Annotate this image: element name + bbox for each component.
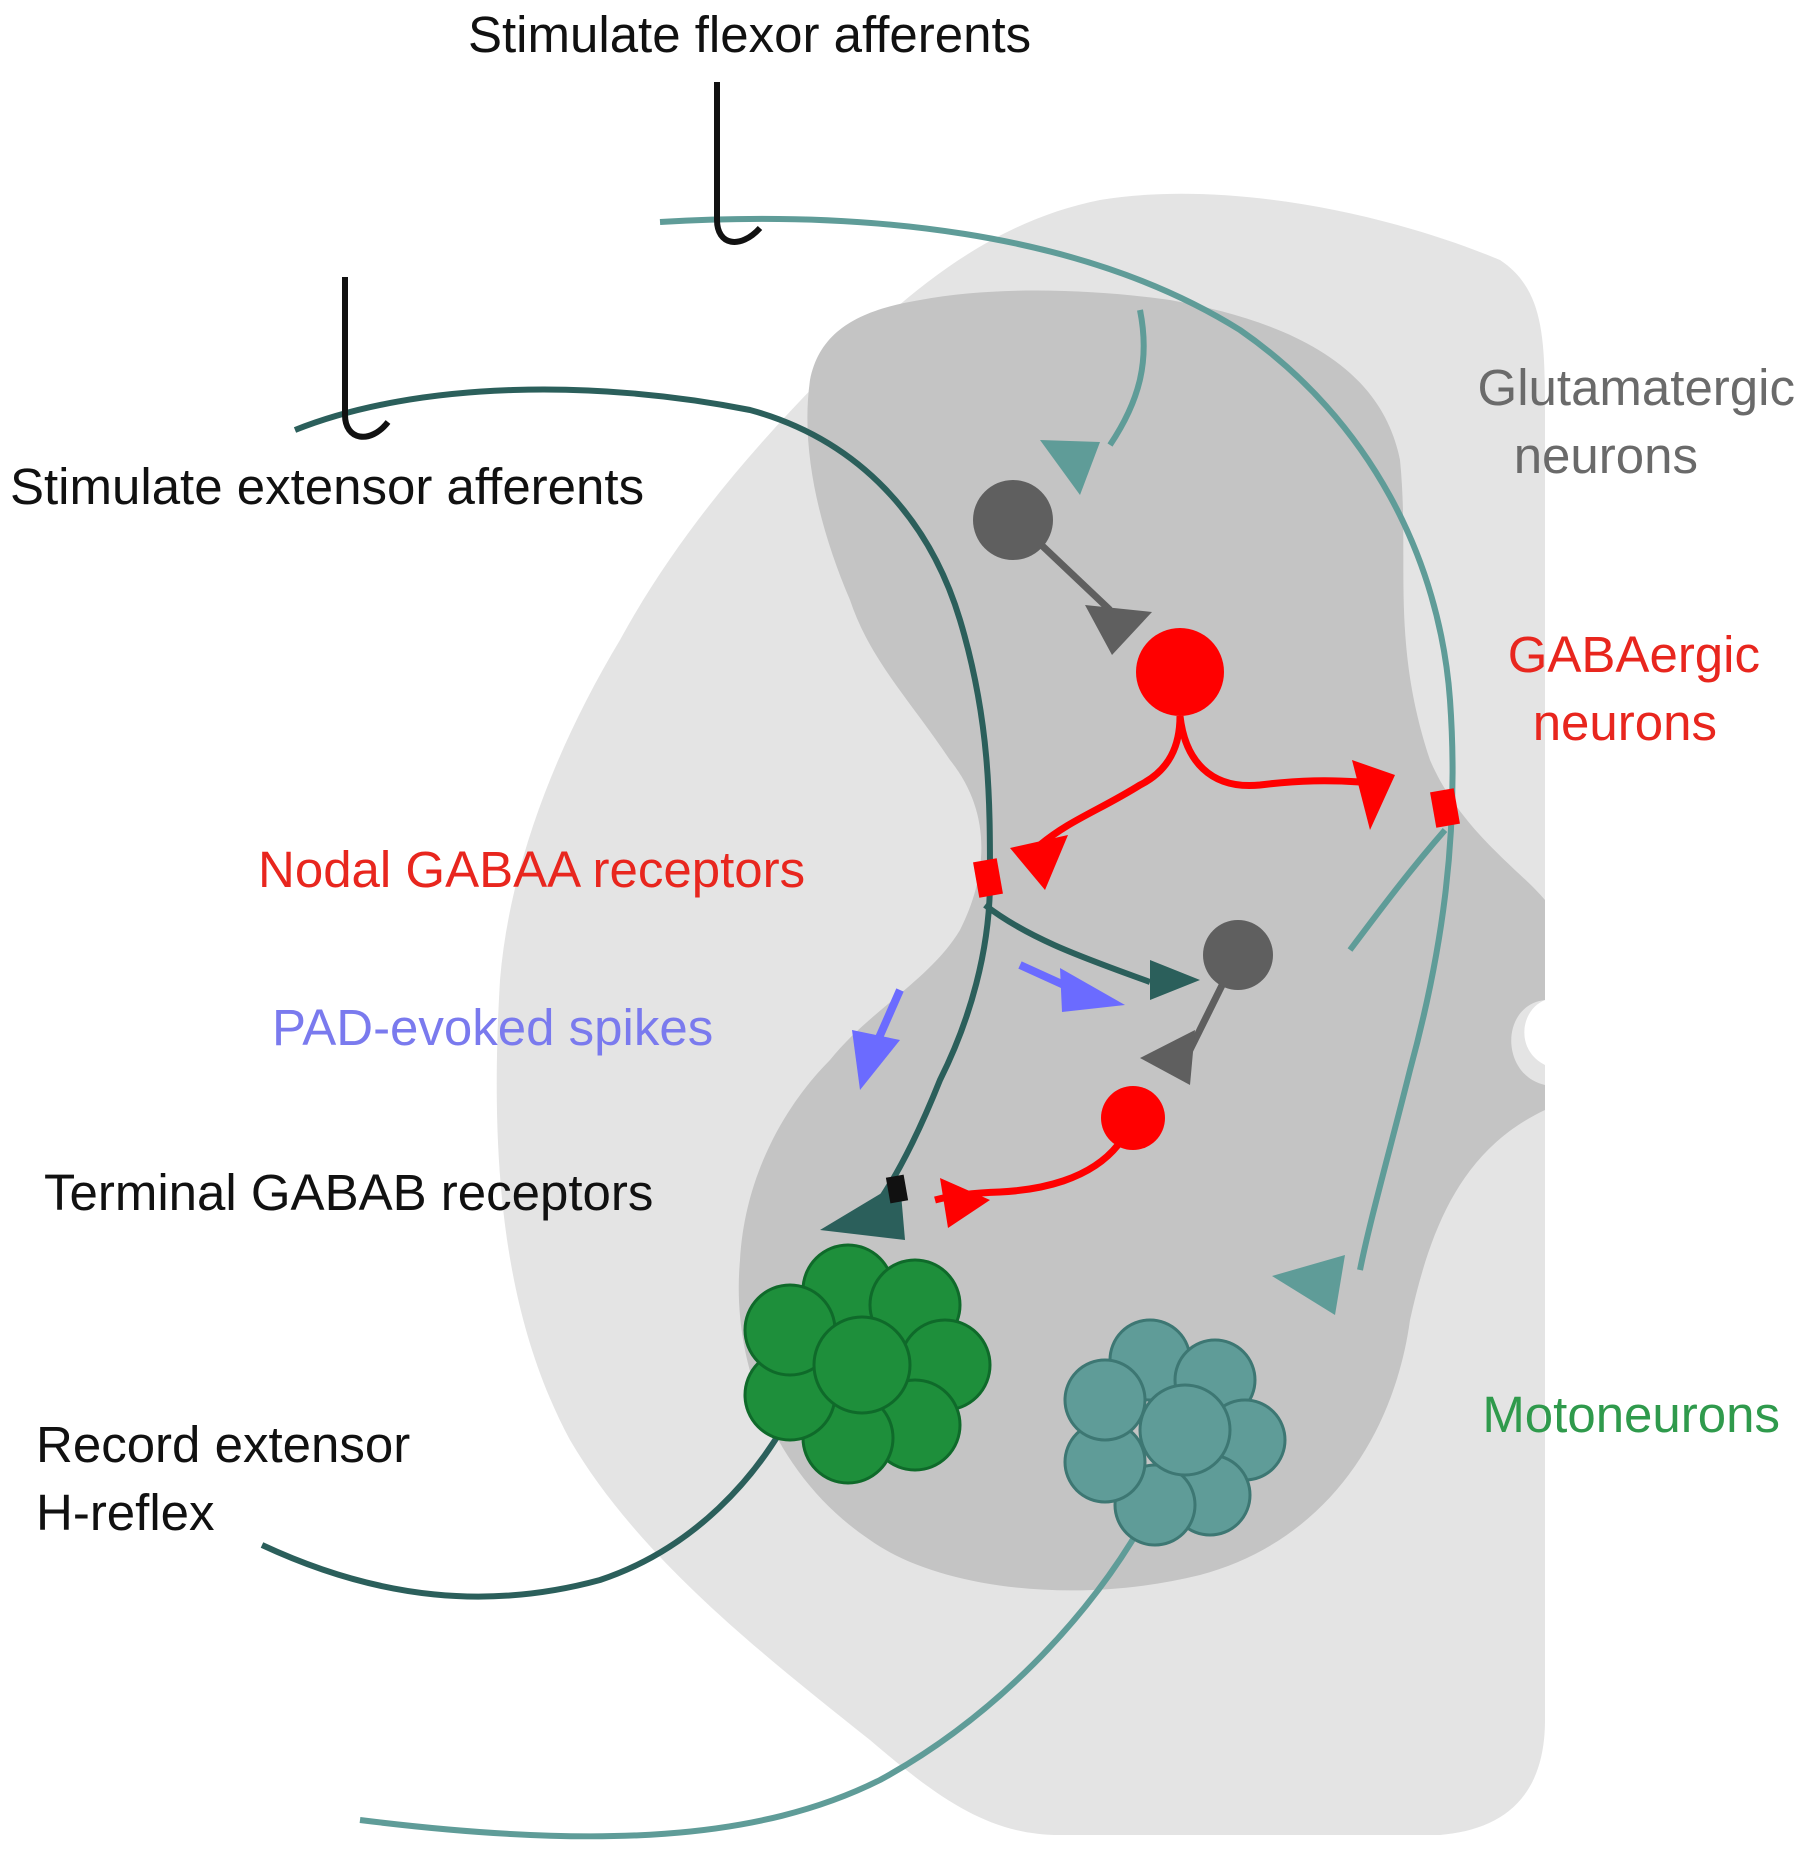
flexor-afferent-axon: [659, 215, 1456, 1271]
label-motoneurons: Motoneurons: [1482, 1386, 1780, 1443]
label-pad-spikes: PAD-evoked spikes: [272, 999, 713, 1056]
label-terminal-gabab: Terminal GABAB receptors: [44, 1164, 653, 1221]
terminal-gabab-receptor: [885, 1174, 909, 1204]
gaba-neuron-1-terminal-left: [1010, 835, 1068, 890]
extensor-collateral: [983, 902, 1152, 985]
gray-matter: [738, 290, 1545, 1591]
extensor-terminal: [820, 1182, 905, 1240]
label-gabaergic-line1: GABAergic: [1508, 626, 1760, 683]
flexor-collateral-dorsal: [1107, 309, 1147, 447]
flexor-electrode: [714, 82, 763, 245]
extensor-motoneuron-axon: [260, 1393, 803, 1600]
label-record-line2: H-reflex: [36, 1484, 215, 1541]
glut-neuron-1-soma: [973, 480, 1053, 560]
label-glutamatergic-line1: Glutamatergic: [1478, 359, 1795, 416]
extensor-motoneuron-pool: [743, 1243, 992, 1485]
extensor-electrode: [342, 277, 391, 440]
label-record-line1: Record extensor: [36, 1416, 410, 1473]
pad-arrow-2-head: [1060, 968, 1125, 1012]
glut-neuron-1-terminal: [1085, 605, 1152, 655]
label-stimulate-flexor: Stimulate flexor afferents: [468, 6, 1031, 63]
nodal-gabaa-receptor-flexor: [1430, 788, 1460, 828]
gaba-neuron-1-soma: [1136, 628, 1224, 716]
extensor-collateral-terminal: [1150, 960, 1200, 1000]
gaba-neuron-1-axon-branch: [1176, 715, 1361, 790]
label-glutamatergic-line2: neurons: [1514, 427, 1698, 484]
label-stimulate-extensor: Stimulate extensor afferents: [10, 458, 644, 515]
label-nodal-gabaa: Nodal GABAA receptors: [258, 841, 805, 898]
pad-arrow-1-shaft: [874, 988, 904, 1042]
glut-neuron-2-soma: [1203, 920, 1273, 990]
gaba-neuron-1-axon: [1037, 715, 1184, 848]
gaba-neuron-2-terminal: [940, 1178, 990, 1228]
glut-neuron-2-terminal: [1140, 1030, 1195, 1085]
flexor-terminal-dorsal: [1040, 440, 1100, 495]
flexor-terminal-ventral: [1272, 1255, 1345, 1315]
extensor-afferent-axon: [293, 386, 994, 1202]
flexor-motoneuron-pool: [1063, 1318, 1287, 1547]
nodal-gabaa-receptor-extensor: [973, 858, 1003, 898]
label-gabaergic-line2: neurons: [1533, 694, 1717, 751]
flexor-collateral-middle: [1347, 828, 1448, 952]
gaba-neuron-2-soma: [1101, 1086, 1165, 1150]
gaba-neuron-1-terminal-right: [1352, 760, 1395, 830]
flexor-motoneuron-axon: [359, 1508, 1153, 1840]
pad-arrow-1-head: [852, 1030, 900, 1090]
